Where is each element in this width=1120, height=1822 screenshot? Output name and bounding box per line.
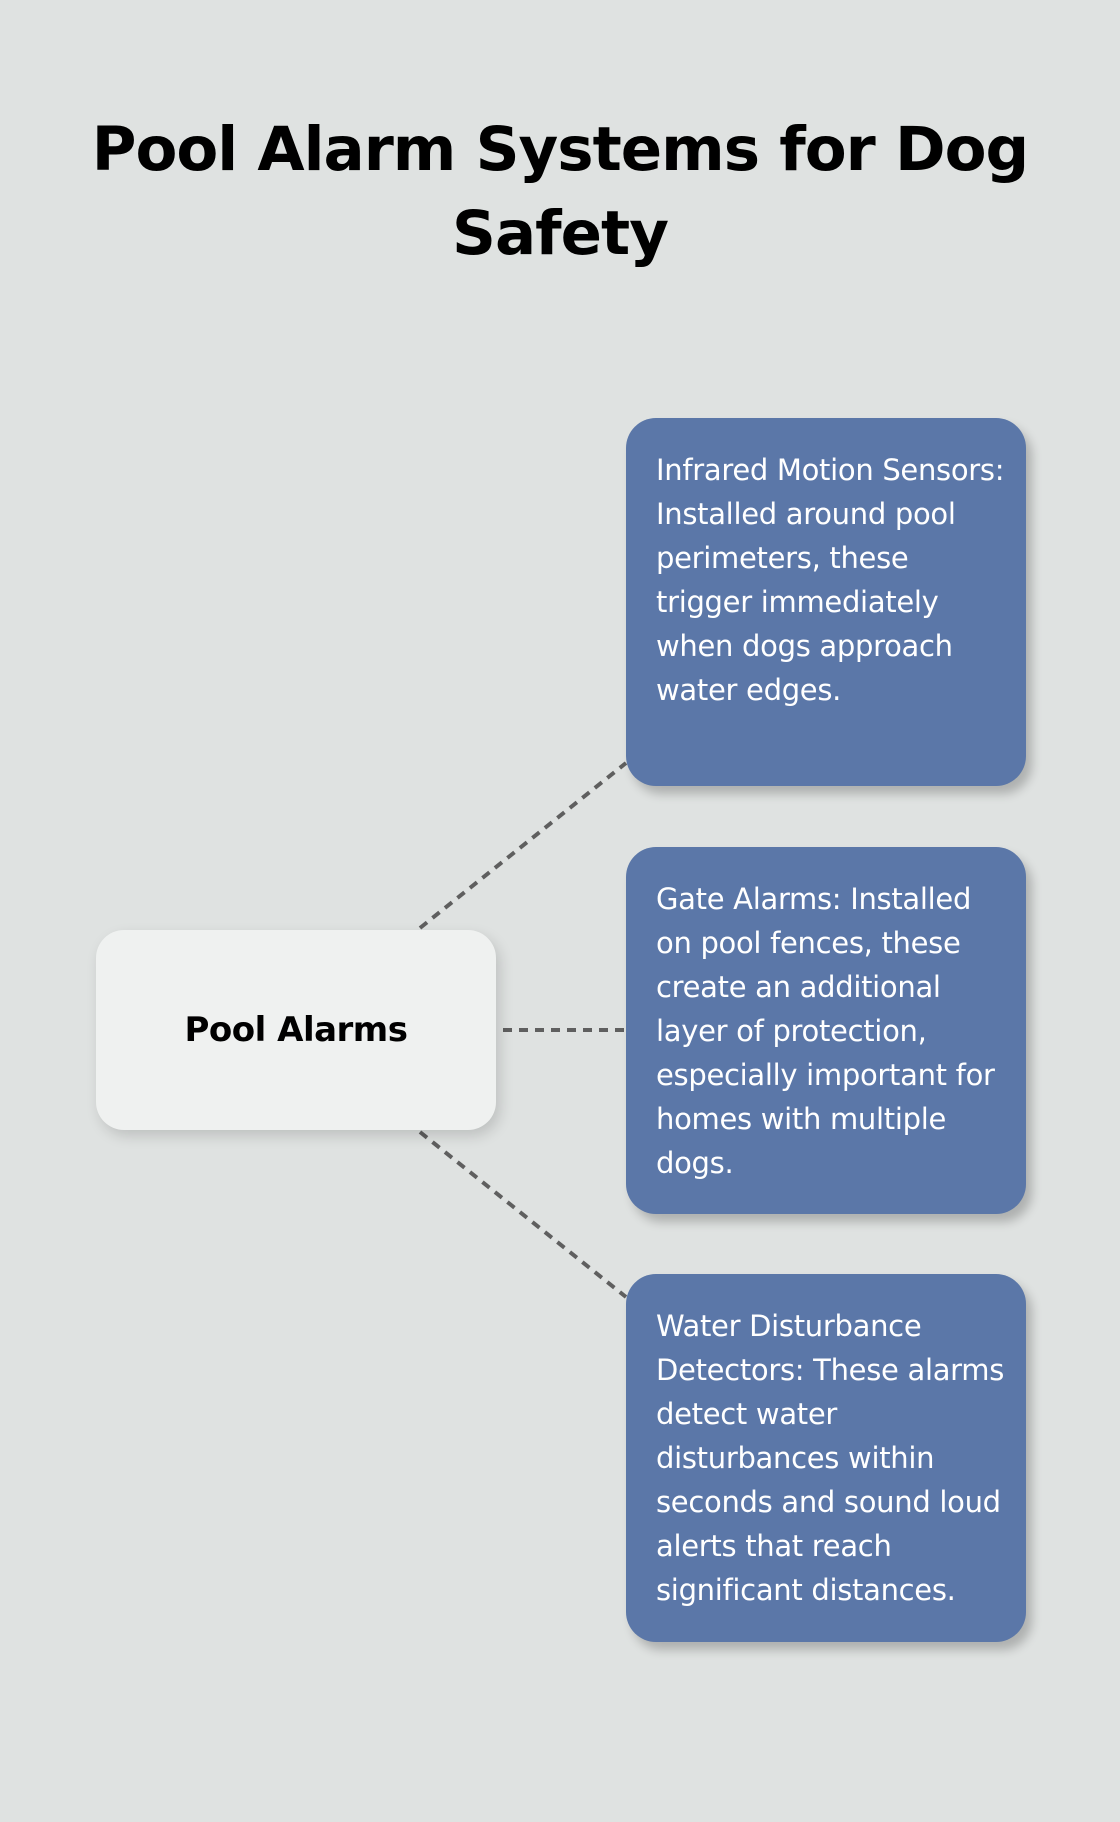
card-infrared-motion-sensors: Infrared Motion Sensors: Installed aroun… — [626, 418, 1026, 786]
connector-to-infrared — [418, 761, 628, 930]
card-text: Gate Alarms: Installed on pool fences, t… — [656, 882, 995, 1180]
card-text: Water Disturbance Detectors: These alarm… — [656, 1309, 1005, 1607]
center-node-pool-alarms: Pool Alarms — [96, 930, 496, 1130]
center-node-label: Pool Alarms — [184, 1010, 408, 1050]
card-gate-alarms: Gate Alarms: Installed on pool fences, t… — [626, 847, 1026, 1214]
connector-to-water — [418, 1130, 628, 1299]
card-water-disturbance-detectors: Water Disturbance Detectors: These alarm… — [626, 1274, 1026, 1642]
card-text: Infrared Motion Sensors: Installed aroun… — [656, 453, 1005, 707]
diagram-title: Pool Alarm Systems for Dog Safety — [91, 114, 1029, 269]
